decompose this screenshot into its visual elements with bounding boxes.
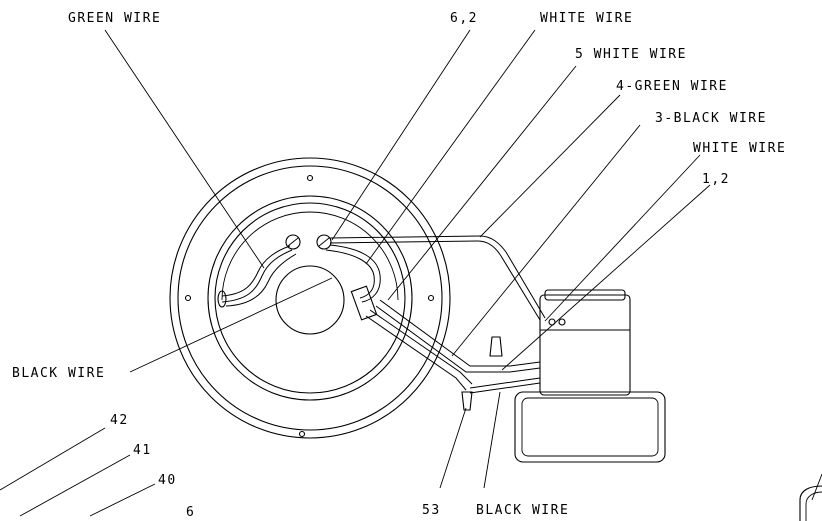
plate-wiring — [221, 235, 546, 394]
mount-hole-top — [306, 174, 314, 182]
label-white-wire-right: WHITE WIRE — [693, 141, 786, 156]
motor-upper-body — [539, 294, 631, 396]
housing-outer-rim — [169, 157, 451, 439]
terminal-screw-left — [285, 234, 301, 250]
motor-terminal-2 — [558, 318, 566, 326]
housing-inner-arc — [221, 211, 399, 301]
center-hole — [275, 265, 345, 335]
mount-hole-bottom — [298, 430, 306, 438]
wire-connector-plate — [350, 285, 378, 321]
partial-part-bottom-right — [799, 473, 822, 521]
label-3-black-wire: 3-BLACK WIRE — [655, 111, 767, 126]
mount-hole-right — [427, 294, 435, 302]
motor-top-cap — [544, 289, 626, 301]
ground-connector — [217, 290, 227, 308]
housing-plate — [169, 157, 451, 439]
label-callout-6-2: 6,2 — [450, 11, 478, 26]
motor-assembly — [461, 289, 666, 463]
label-black-wire-bottom: BLACK WIRE — [476, 503, 569, 518]
terminal-screw-right — [316, 234, 332, 250]
wire-nut-upper — [489, 336, 503, 357]
label-callout-1-2: 1,2 — [702, 172, 730, 187]
label-4-green-wire: 4-GREEN WIRE — [616, 79, 728, 94]
label-white-wire-top: WHITE WIRE — [540, 11, 633, 26]
motor-lower-body — [514, 391, 666, 463]
label-5-white-wire: 5 WHITE WIRE — [575, 47, 687, 62]
label-callout-40: 40 — [158, 473, 177, 488]
label-callout-53: 53 — [422, 503, 441, 518]
mount-hole-left — [184, 294, 192, 302]
label-green-wire-top: GREEN WIRE — [68, 11, 161, 26]
motor-lower-inner — [521, 397, 659, 457]
housing-ring-inner — [214, 202, 406, 394]
label-callout-6-partial: 6 — [186, 505, 195, 520]
housing-ring-outer — [207, 195, 413, 401]
wire-nut-lower — [461, 391, 473, 411]
label-callout-41: 41 — [133, 443, 152, 458]
leader-lines — [0, 29, 711, 517]
housing-inner-rim — [177, 165, 443, 431]
label-callout-42: 42 — [110, 413, 129, 428]
label-black-wire-left: BLACK WIRE — [12, 366, 105, 381]
